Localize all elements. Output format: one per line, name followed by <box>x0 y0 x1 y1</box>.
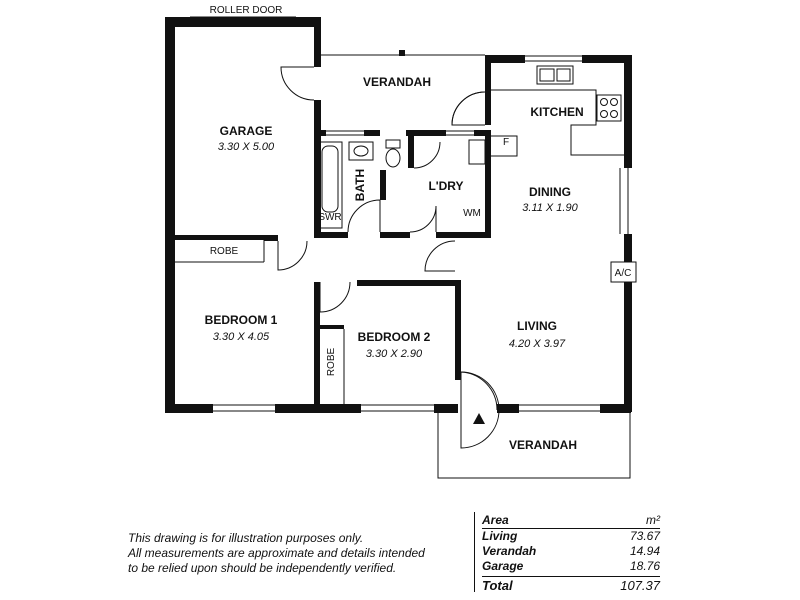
fridge-label: F <box>503 137 509 148</box>
bedroom2-dims: 3.30 X 2.90 <box>366 348 423 360</box>
disclaimer-line: All measurements are approximate and det… <box>128 546 425 560</box>
area-row: Garage 18.76 <box>482 559 660 574</box>
area-row-value: 18.76 <box>629 559 660 573</box>
thin-lines <box>175 54 637 479</box>
area-row: Verandah 14.94 <box>482 544 660 559</box>
disclaimer-line: This drawing is for illustration purpose… <box>128 531 364 545</box>
windows <box>190 16 600 412</box>
shower-label: SWR <box>318 212 341 223</box>
area-row-value: 14.94 <box>629 544 660 558</box>
area-total-label: Total <box>482 578 513 593</box>
bath-label: BATH <box>353 169 367 201</box>
area-header-label: Area <box>482 513 509 527</box>
disclaimer-line: to be relied upon should be independentl… <box>128 561 397 575</box>
robe2-label: ROBE <box>326 348 337 377</box>
area-row: Living 73.67 <box>482 529 660 544</box>
area-table: Area m² Living 73.67 Verandah 14.94 Gara… <box>482 512 660 594</box>
living-label: LIVING <box>517 319 557 333</box>
area-total-row: Total 107.37 <box>482 576 660 594</box>
bedroom2-label: BEDROOM 2 <box>358 330 431 344</box>
dining-dims: 3.11 X 1.90 <box>522 202 578 214</box>
bedroom1-dims: 3.30 X 4.05 <box>213 331 270 343</box>
area-row-value: 73.67 <box>629 529 660 543</box>
roller-door-label: ROLLER DOOR <box>210 5 283 16</box>
garage-dims: 3.30 X 5.00 <box>218 141 275 153</box>
area-row-label: Verandah <box>482 544 537 558</box>
living-dims: 4.20 X 3.97 <box>509 338 566 350</box>
washing-machine-label: WM <box>463 208 481 219</box>
garage-label: GARAGE <box>220 124 273 138</box>
verandah-top-label: VERANDAH <box>363 75 431 89</box>
bedroom1-label: BEDROOM 1 <box>205 313 278 327</box>
dining-label: DINING <box>529 185 571 199</box>
verandah-post <box>399 50 405 56</box>
disclaimer: This drawing is for illustration purpose… <box>128 531 458 576</box>
robe1-label: ROBE <box>210 246 239 257</box>
area-table-frame <box>474 512 475 592</box>
kitchen-label: KITCHEN <box>530 105 583 119</box>
area-total-value: 107.37 <box>620 578 660 593</box>
laundry-label: L'DRY <box>428 179 463 193</box>
area-table-header: Area m² <box>482 512 660 529</box>
area-header-unit: m² <box>646 513 660 527</box>
ac-label: A/C <box>615 268 632 279</box>
doors <box>277 66 500 449</box>
verandah-bottom-label: VERANDAH <box>509 438 577 452</box>
area-row-label: Garage <box>482 559 524 573</box>
entry-arrow-icon <box>473 413 485 424</box>
area-row-label: Living <box>482 529 518 543</box>
